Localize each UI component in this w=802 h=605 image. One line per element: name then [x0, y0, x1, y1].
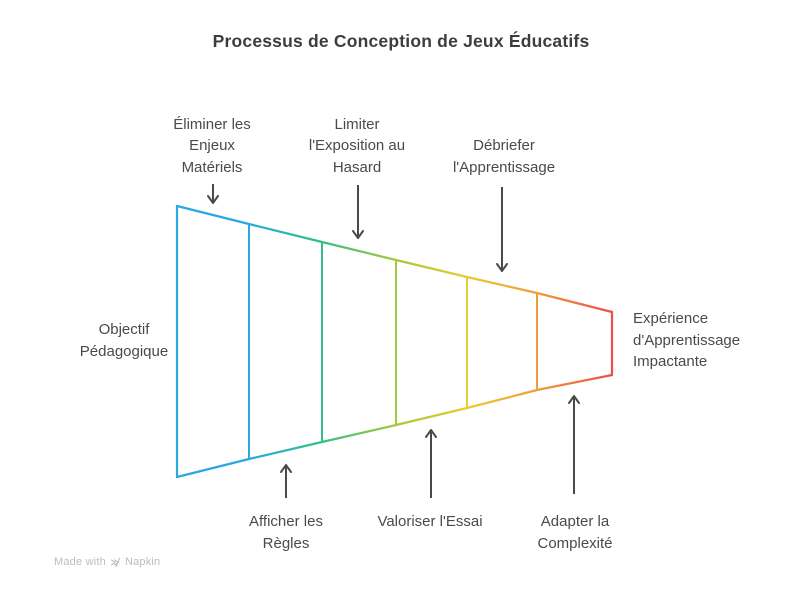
funnel-bottom-edge: [175, 373, 614, 479]
napkin-brand-text: Napkin: [124, 556, 161, 568]
diagram-title: Processus de Conception de Jeux Éducatif…: [212, 31, 590, 51]
funnel-top-edge: [175, 204, 614, 314]
bottom-step-3-label: Adapter la Complexité: [537, 513, 613, 552]
top-step-1-label: Éliminer les Enjeux Matériels: [173, 115, 251, 176]
napkin-logo-icon: [110, 557, 121, 567]
made-with-text: Made with: [54, 556, 106, 568]
top-step-3-label: Débriefer l'Apprentissage: [452, 137, 556, 176]
top-step-2-label: Limiter l'Exposition au Hasard: [308, 115, 406, 176]
bottom-step-2-label: Valoriser l'Essai: [377, 513, 483, 530]
funnel-output-label: Expérience d'Apprentissage Impactante: [633, 310, 741, 370]
funnel-input-label: Objectif Pédagogique: [79, 321, 169, 360]
made-with-napkin-watermark: Made with Napkin: [54, 556, 160, 568]
bottom-step-1-label: Afficher les Règles: [249, 513, 323, 552]
